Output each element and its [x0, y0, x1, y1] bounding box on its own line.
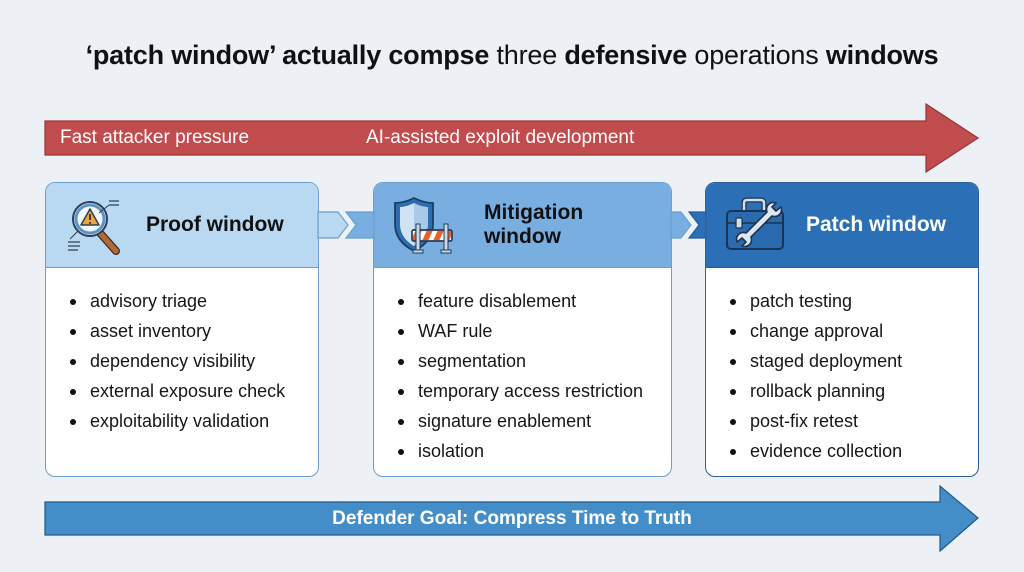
list-item: exploitability validation — [68, 406, 318, 436]
mitigation-window-list: feature disablement WAF rule segmentatio… — [374, 268, 671, 466]
title-part: three — [489, 40, 565, 70]
mitigation-window-card: Mitigation window feature disablement WA… — [373, 182, 672, 477]
patch-window-title: Patch window — [806, 212, 947, 236]
list-item: feature disablement — [396, 286, 671, 316]
proof-window-list: advisory triage asset inventory dependen… — [46, 268, 318, 436]
list-item: asset inventory — [68, 316, 318, 346]
patch-window-header: Patch window — [706, 183, 978, 268]
title-part: operations — [687, 40, 826, 70]
title-part: windows — [825, 40, 939, 70]
connector-mitigation-notch — [344, 211, 375, 239]
list-item: advisory triage — [68, 286, 318, 316]
diagram-title: ‘patch window’ actually compse three def… — [0, 40, 1024, 71]
proof-window-card: Proof window advisory triage asset inven… — [45, 182, 319, 477]
list-item: dependency visibility — [68, 346, 318, 376]
list-item: isolation — [396, 436, 671, 466]
proof-window-header: Proof window — [46, 183, 318, 268]
list-item: patch testing — [728, 286, 978, 316]
patch-window-card: Patch window patch testing change approv… — [705, 182, 979, 477]
list-item: rollback planning — [728, 376, 978, 406]
patch-window-list: patch testing change approval staged dep… — [706, 268, 978, 466]
list-item: staged deployment — [728, 346, 978, 376]
title-part: defensive — [564, 40, 688, 70]
list-item: temporary access restriction — [396, 376, 671, 406]
mitigation-title-line2: window — [484, 225, 561, 248]
magnifier-warning-icon — [68, 200, 120, 255]
proof-window-title: Proof window — [146, 212, 284, 236]
list-item: post-fix retest — [728, 406, 978, 436]
shield-barrier-icon — [394, 196, 453, 254]
list-item: WAF rule — [396, 316, 671, 346]
mitigation-title-line1: Mitigation — [484, 200, 584, 224]
mitigation-window-header: Mitigation window — [374, 183, 671, 268]
list-item: evidence collection — [728, 436, 978, 466]
connector-mitigation-to-patch — [670, 211, 692, 239]
list-item: signature enablement — [396, 406, 671, 436]
attacker-arrow-label-left: Fast attacker pressure — [60, 127, 250, 148]
toolbox-wrench-icon — [726, 197, 784, 250]
mitigation-window-title: Mitigation window — [484, 201, 583, 249]
list-item: external exposure check — [68, 376, 318, 406]
title-part: ‘patch window’ actually compse — [85, 40, 490, 70]
connector-proof-to-mitigation — [317, 211, 349, 239]
attacker-arrow-label-right: AI-assisted exploit development — [366, 127, 635, 148]
list-item: segmentation — [396, 346, 671, 376]
defender-arrow-label: Defender Goal: Compress Time to Truth — [332, 508, 692, 529]
list-item: change approval — [728, 316, 978, 346]
connector-patch-notch — [687, 211, 707, 239]
